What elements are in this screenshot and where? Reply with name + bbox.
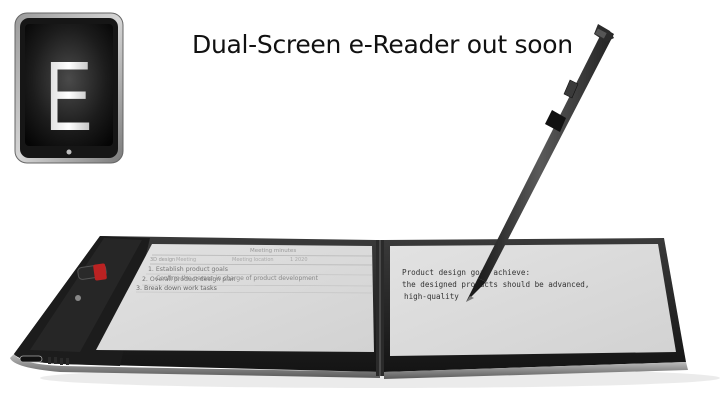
headline: Dual-Screen e-Reader out soon xyxy=(192,30,573,59)
doc-header-cell: Meeting xyxy=(176,257,196,263)
headphone-jack xyxy=(75,295,81,301)
stylus-pen[interactable] xyxy=(466,24,614,302)
left-panel xyxy=(10,236,380,378)
ereader-logo: E xyxy=(14,12,124,164)
doc-header-cell: 1 2020 xyxy=(290,257,308,263)
doc-line: 3D design xyxy=(150,257,175,263)
handwritten-line: the designed products should be advanced… xyxy=(402,280,589,289)
handwritten-line: Product design goal achieve: xyxy=(402,268,530,277)
handwritten-line: high-quality xyxy=(404,292,459,301)
usb-port xyxy=(19,355,43,363)
doc-header-cell: Meeting location xyxy=(232,257,274,263)
doc-line: Confirm the person in charge of product … xyxy=(156,275,319,282)
right-screen-notes: Product design goal achieve: the designe… xyxy=(402,268,589,301)
doc-line: 1. Establish product goals xyxy=(148,266,228,273)
left-screen[interactable] xyxy=(96,244,374,352)
doc-header-title: Meeting minutes xyxy=(250,248,296,254)
doc-line: 2. Overall product design plan xyxy=(142,276,236,283)
doc-line: 3. Break down work tasks xyxy=(136,285,217,292)
left-screen-document: Meeting minutes Meeting Meeting location… xyxy=(135,248,373,294)
right-panel xyxy=(384,238,688,379)
right-screen[interactable] xyxy=(390,244,676,356)
logo-letter: E xyxy=(45,43,92,152)
